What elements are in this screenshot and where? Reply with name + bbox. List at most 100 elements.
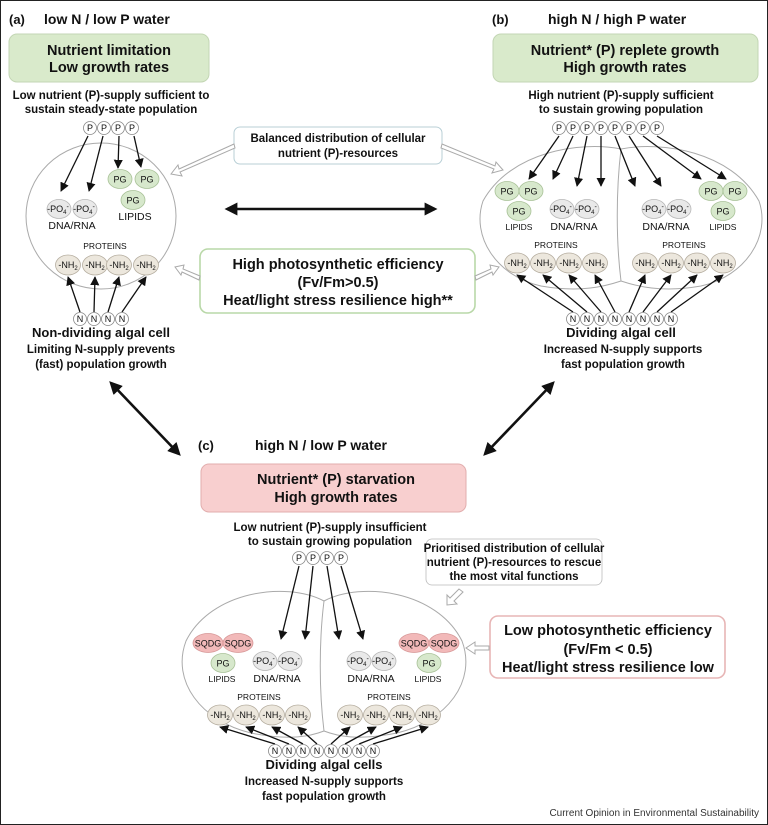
panel-b-n-arrows: [516, 274, 724, 313]
panel-c-n-arrow-4: [297, 726, 318, 745]
panel-b-n-7: N: [650, 312, 664, 326]
panel-c-right-half-nh2-4: -NH2: [415, 704, 441, 726]
panel-b-p-2-circle: [566, 121, 580, 135]
panel-a-desc-line1: Limiting N-supply prevents: [27, 344, 175, 356]
center-callouts: Balanced distribution of cellular nutrie…: [170, 126, 504, 314]
panel-b-p-1-letter: P: [556, 123, 562, 133]
panel-c-header-line2: High growth rates: [274, 490, 397, 506]
hollow-arrow-low-eff: [465, 641, 490, 655]
panel-a-p-2: P: [97, 121, 111, 135]
panel-b-p-1-circle: [552, 121, 566, 135]
panel-a-header-box: [8, 33, 210, 83]
panel-b-p-6-circle: [622, 121, 636, 135]
panel-c-left-half-nh2-4-shape: [285, 704, 311, 726]
panel-b-left-half-dna-label: DNA/RNA: [550, 221, 597, 233]
panel-c-left-half-nh2-1-shape: [207, 704, 233, 726]
panel-c-n-6-circle: [338, 744, 352, 758]
panel-c-n-arrow-1: [219, 725, 276, 745]
panel-b-p-arrow-7: [642, 135, 702, 180]
panel-c-left-half-nh2-4-label: -NH2: [288, 710, 308, 722]
panel-c-right-half-dna-rna: -PO4--PO4-DNA/RNA: [346, 651, 397, 685]
panel-a-nh2-2-label: -NH2: [85, 260, 105, 272]
balanced-line1: Balanced distribution of cellular: [250, 133, 426, 145]
panel-b-n-4-circle: [608, 312, 622, 326]
panel-c-p-4-letter: P: [338, 553, 344, 563]
panel-c-p-2-circle: [306, 551, 320, 565]
panel-b-n-8-circle: [664, 312, 678, 326]
hollow-arrow-prioritised: [446, 588, 464, 606]
panel-a-n-arrow-3: [107, 276, 121, 313]
panel-c-n-5: N: [324, 744, 338, 758]
panel-a-label: (a): [9, 12, 25, 27]
panel-b-right-half-po4-2-shape: [666, 199, 692, 219]
panel-c-header-box: [200, 463, 467, 513]
panel-b-left-half-po4-1-shape: [549, 199, 575, 219]
panel-b-right-half-nh2-2-shape: [658, 252, 684, 274]
low-eff-line2: (Fv/Fm < 0.5): [563, 642, 652, 658]
panel-b-n-1: N: [566, 312, 580, 326]
panel-b-p-8: P: [650, 121, 664, 135]
panel-b-n-5-letter: N: [626, 314, 633, 324]
panel-a-nh2-1-shape: [55, 254, 81, 276]
panel-c-left-half-nh2-3-label: -NH2: [262, 710, 282, 722]
panel-c-n-5-letter: N: [328, 746, 335, 756]
panel-c-left-half-pg-1-shape: [210, 653, 236, 673]
low-eff-line1: Low photosynthetic efficiency: [504, 623, 712, 639]
panel-b-left-half-nh2-1-label: -NH2: [507, 258, 527, 270]
panel-b-n-5-circle: [622, 312, 636, 326]
panel-b-right-half-nh2-3-shape: [684, 252, 710, 274]
panel-b-right-half-dna-rna: -PO4--PO4-DNA/RNA: [641, 199, 692, 233]
panel-b-left-half-pg-2: PG: [518, 181, 544, 201]
panel-a-p-1-letter: P: [87, 123, 93, 133]
panel-b-left-half-pg-3-label: PG: [512, 207, 525, 217]
panel-b-n-arrow-7: [656, 274, 698, 313]
panel-a-p-1-circle: [83, 121, 97, 135]
panel-c-n-7: N: [352, 744, 366, 758]
panel-b-n-arrow-6: [642, 274, 672, 313]
panel-b-left-half-nh2-1: -NH2: [504, 252, 530, 274]
panel-c-p-1: P: [292, 551, 306, 565]
panel-c-p-2-letter: P: [310, 553, 316, 563]
panel-b-left-half-pg-2-shape: [518, 181, 544, 201]
panel-a-dna-label: DNA/RNA: [48, 220, 95, 232]
panel-b-left-half-nh2-3-label: -NH2: [559, 258, 579, 270]
panel-c-right-half-sqdg-2: SQDG: [428, 633, 460, 653]
panel-b-header-line2: High growth rates: [563, 60, 686, 76]
panel-c-water: high N / low P water: [255, 437, 388, 453]
panel-c-n-2-letter: N: [286, 746, 293, 756]
panel-c-right-half-nh2-3-shape: [389, 704, 415, 726]
panel-b-right-half-nh2-4-label: -NH2: [713, 258, 733, 270]
panel-a-nh2-2: -NH2: [82, 254, 108, 276]
panel-a-proteins-label: PROTEINS: [83, 241, 127, 251]
panel-a-nh2-4-label: -NH2: [136, 260, 156, 272]
panel-b-left-half-po4-1: -PO4-: [549, 199, 575, 219]
panel-c-p-arrow-2: [301, 565, 314, 640]
low-efficiency-box: [489, 615, 726, 679]
journal-credit: Current Opinion in Environmental Sustain…: [549, 808, 759, 819]
panel-a-n-arrow-2: [90, 276, 100, 313]
panel-a-proteins: PROTEINS-NH2-NH2-NH2-NH2: [55, 241, 159, 276]
panel-b-right-half-pg-3-label: PG: [716, 207, 729, 217]
panel-b-left-half-pg-2-label: PG: [524, 187, 537, 197]
panel-b-left-half-lipids-label: LIPIDS: [506, 222, 533, 232]
panel-c-right-half-po4-2: -PO4-: [371, 651, 397, 671]
panel-c-n-2-circle: [282, 744, 296, 758]
panel-a-p-1: P: [83, 121, 97, 135]
panel-a-n-3-letter: N: [105, 314, 112, 324]
panel-a-cell-name: Non-dividing algal cell: [32, 325, 170, 340]
panel-c-right-half-nh2-4-shape: [415, 704, 441, 726]
panel-a-p-2-circle: [97, 121, 111, 135]
panel-a-p-arrow-1: [60, 135, 89, 192]
panel-b-p-arrow-1: [528, 135, 560, 180]
panel-c-p-3-circle: [320, 551, 334, 565]
panel-c-left-half-pg-1: PG: [210, 653, 236, 673]
panel-a-p-3-circle: [111, 121, 125, 135]
prioritised-line3: the most vital functions: [449, 571, 578, 583]
